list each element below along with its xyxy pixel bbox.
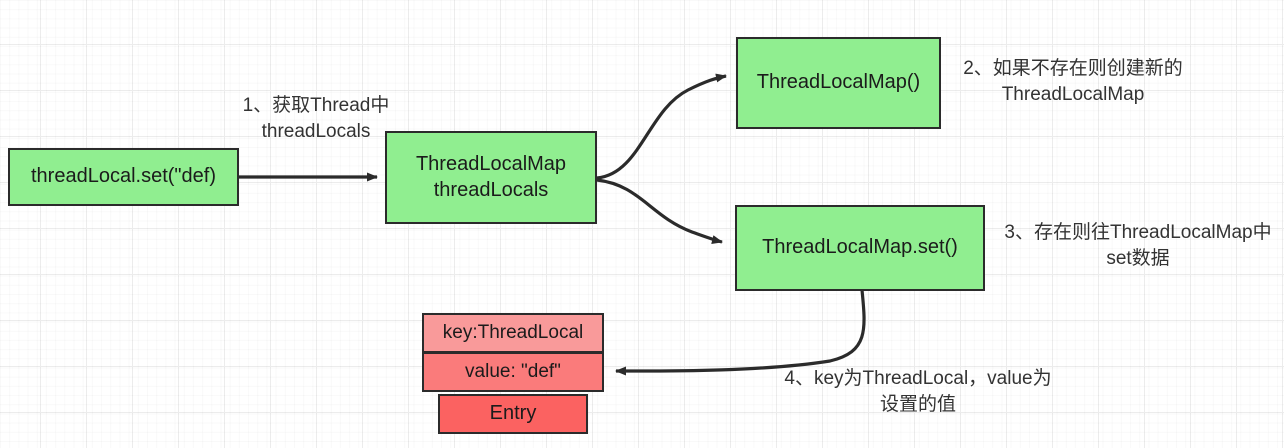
edge-threadlocals-to-map-set (596, 178, 723, 244)
note-step-3: 3、存在则往ThreadLocalMap中 set数据 (1004, 222, 1272, 269)
note-step-2: 2、如果不存在则创建新的 ThreadLocalMap (963, 58, 1183, 105)
node-threadlocalmap-set[interactable]: ThreadLocalMap.set() (735, 205, 985, 291)
note-step-1: 1、获取Thread中 threadLocals (242, 95, 390, 142)
node-threadlocalmap-constructor[interactable]: ThreadLocalMap() (736, 37, 941, 129)
note-step-4: 4、key为ThreadLocal，value为 设置的值 (784, 368, 1052, 415)
node-entry-key[interactable]: key:ThreadLocal (422, 313, 604, 353)
node-threadlocal-set[interactable]: threadLocal.set("def) (8, 148, 239, 206)
edge-threadlocals-to-map-ctor (596, 73, 727, 180)
node-entry-value[interactable]: value: "def" (422, 352, 604, 392)
node-entry-label[interactable]: Entry (438, 394, 588, 434)
node-threadlocalmap-threadlocals[interactable]: ThreadLocalMap threadLocals (385, 131, 597, 224)
edge-map-set-to-entry (615, 289, 866, 376)
